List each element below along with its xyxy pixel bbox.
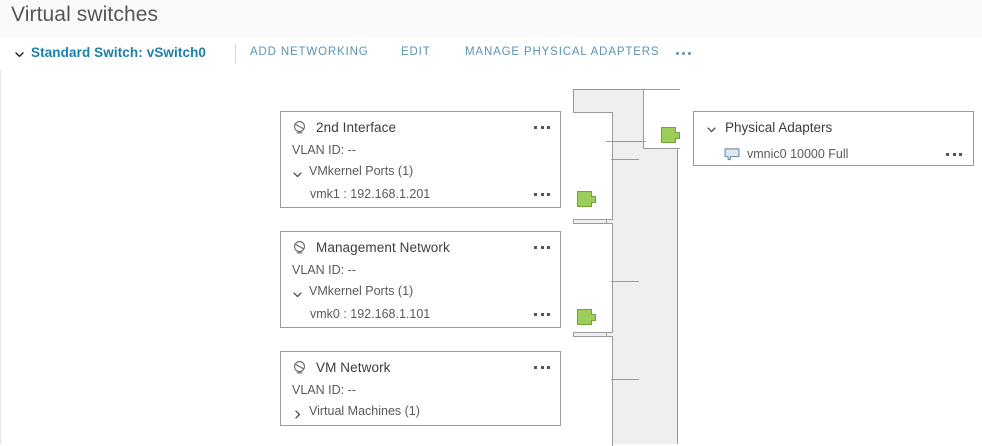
chevron-down-icon: [292, 166, 303, 178]
ellipsis-icon: [540, 365, 544, 369]
ellipsis-icon: [534, 312, 537, 316]
page-title: Virtual switches: [11, 3, 159, 26]
chevron-right-icon: [292, 406, 303, 419]
vmkernel-port-row[interactable]: vmk1 : 192.168.1.201: [281, 182, 560, 206]
ellipsis-icon: [676, 51, 679, 55]
switch-cut-bottom: [573, 336, 613, 446]
title-band: Virtual switches: [0, 0, 982, 38]
manage-physical-adapters-button[interactable]: MANAGE PHYSICAL ADAPTERS: [465, 46, 660, 58]
port-group-menu-button[interactable]: [534, 112, 550, 142]
vlan-id-label: VLAN ID: --: [292, 263, 356, 277]
vmkernel-port-menu-button[interactable]: [534, 182, 550, 206]
ellipsis-icon: [547, 125, 550, 129]
chevron-down-icon: [292, 286, 303, 298]
switch-arm-top: [611, 159, 639, 160]
port-connector-icon: [577, 191, 596, 207]
vmkernel-port-menu-button[interactable]: [534, 302, 550, 326]
port-group-menu-button[interactable]: [534, 352, 550, 382]
vmkernel-port-row[interactable]: vmk0 : 192.168.1.101: [281, 302, 560, 326]
ellipsis-icon: [540, 245, 544, 249]
physical-adapters-title: Physical Adapters: [725, 119, 833, 135]
virtual-machines-expander[interactable]: Virtual Machines (1): [281, 401, 560, 422]
ellipsis-icon: [547, 245, 550, 249]
ellipsis-icon: [540, 192, 544, 196]
ellipsis-icon: [688, 51, 691, 55]
port-connector-icon: [661, 127, 680, 143]
nic-icon: [724, 147, 740, 161]
ellipsis-icon: [540, 125, 544, 129]
switch-arm-uplink: [606, 141, 646, 142]
port-group-card[interactable]: Management Network VLAN ID: -- VMkernel …: [280, 231, 561, 328]
topology-canvas: 2nd Interface VLAN ID: -- VMkernel Ports…: [0, 70, 982, 446]
vmkernel-ports-label: VMkernel Ports (1): [309, 284, 414, 298]
ellipsis-icon: [952, 152, 956, 156]
ellipsis-icon: [682, 51, 685, 55]
action-bar: Standard Switch: vSwitch0 ADD NETWORKING…: [0, 37, 982, 71]
port-group-title: VM Network: [316, 359, 391, 375]
add-networking-button[interactable]: ADD NETWORKING: [250, 46, 369, 58]
switch-arm-middle: [611, 281, 639, 282]
ellipsis-icon: [540, 312, 544, 316]
port-group-header: VM Network: [281, 352, 560, 382]
ellipsis-icon: [534, 245, 537, 249]
ellipsis-icon: [534, 125, 537, 129]
port-group-card[interactable]: 2nd Interface VLAN ID: -- VMkernel Ports…: [280, 111, 561, 208]
port-group-icon: [292, 120, 307, 135]
ellipsis-icon: [946, 152, 949, 156]
port-group-title: Management Network: [316, 239, 450, 255]
port-connector-icon: [577, 309, 596, 325]
ellipsis-icon: [534, 192, 537, 196]
physical-adapter-row[interactable]: vmnic0 10000 Full: [694, 142, 973, 166]
toolbar-divider: [235, 44, 236, 63]
ellipsis-icon: [547, 365, 550, 369]
standard-switch-label: Standard Switch: vSwitch0: [31, 45, 207, 60]
vmkernel-port-label: vmk1 : 192.168.1.201: [310, 187, 431, 201]
port-group-icon: [292, 240, 307, 255]
edit-button[interactable]: EDIT: [401, 46, 431, 58]
physical-adapters-header[interactable]: Physical Adapters: [694, 112, 973, 142]
port-group-menu-button[interactable]: [534, 232, 550, 262]
physical-adapter-menu-button[interactable]: [946, 142, 962, 166]
virtual-switch-block: [573, 89, 680, 446]
port-group-card[interactable]: VM Network VLAN ID: -- Virtual Machines …: [280, 351, 561, 426]
vlan-id-label: VLAN ID: --: [292, 383, 356, 397]
ellipsis-icon: [547, 192, 550, 196]
chevron-down-icon: [706, 122, 717, 133]
port-group-header: Management Network: [281, 232, 560, 262]
standard-switch-toggle[interactable]: Standard Switch: vSwitch0: [14, 45, 206, 60]
vmkernel-ports-expander[interactable]: VMkernel Ports (1): [281, 281, 560, 302]
ellipsis-icon: [547, 312, 550, 316]
port-group-icon: [292, 360, 307, 375]
ellipsis-icon: [959, 152, 962, 156]
physical-adapter-label: vmnic0 10000 Full: [747, 147, 849, 161]
vmkernel-ports-expander[interactable]: VMkernel Ports (1): [281, 161, 560, 182]
physical-adapters-card[interactable]: Physical Adapters vmnic0 10000 Full: [693, 111, 974, 166]
vmkernel-port-label: vmk0 : 192.168.1.101: [310, 307, 431, 321]
vlan-id-label: VLAN ID: --: [292, 143, 356, 157]
switch-arm-bottom: [611, 379, 639, 380]
port-group-title: 2nd Interface: [316, 119, 397, 135]
ellipsis-icon: [534, 365, 537, 369]
virtual-machines-label: Virtual Machines (1): [309, 404, 420, 418]
chevron-down-icon: [14, 47, 25, 58]
vmkernel-ports-label: VMkernel Ports (1): [309, 164, 414, 178]
more-actions-button[interactable]: [676, 46, 691, 60]
port-group-header: 2nd Interface: [281, 112, 560, 142]
